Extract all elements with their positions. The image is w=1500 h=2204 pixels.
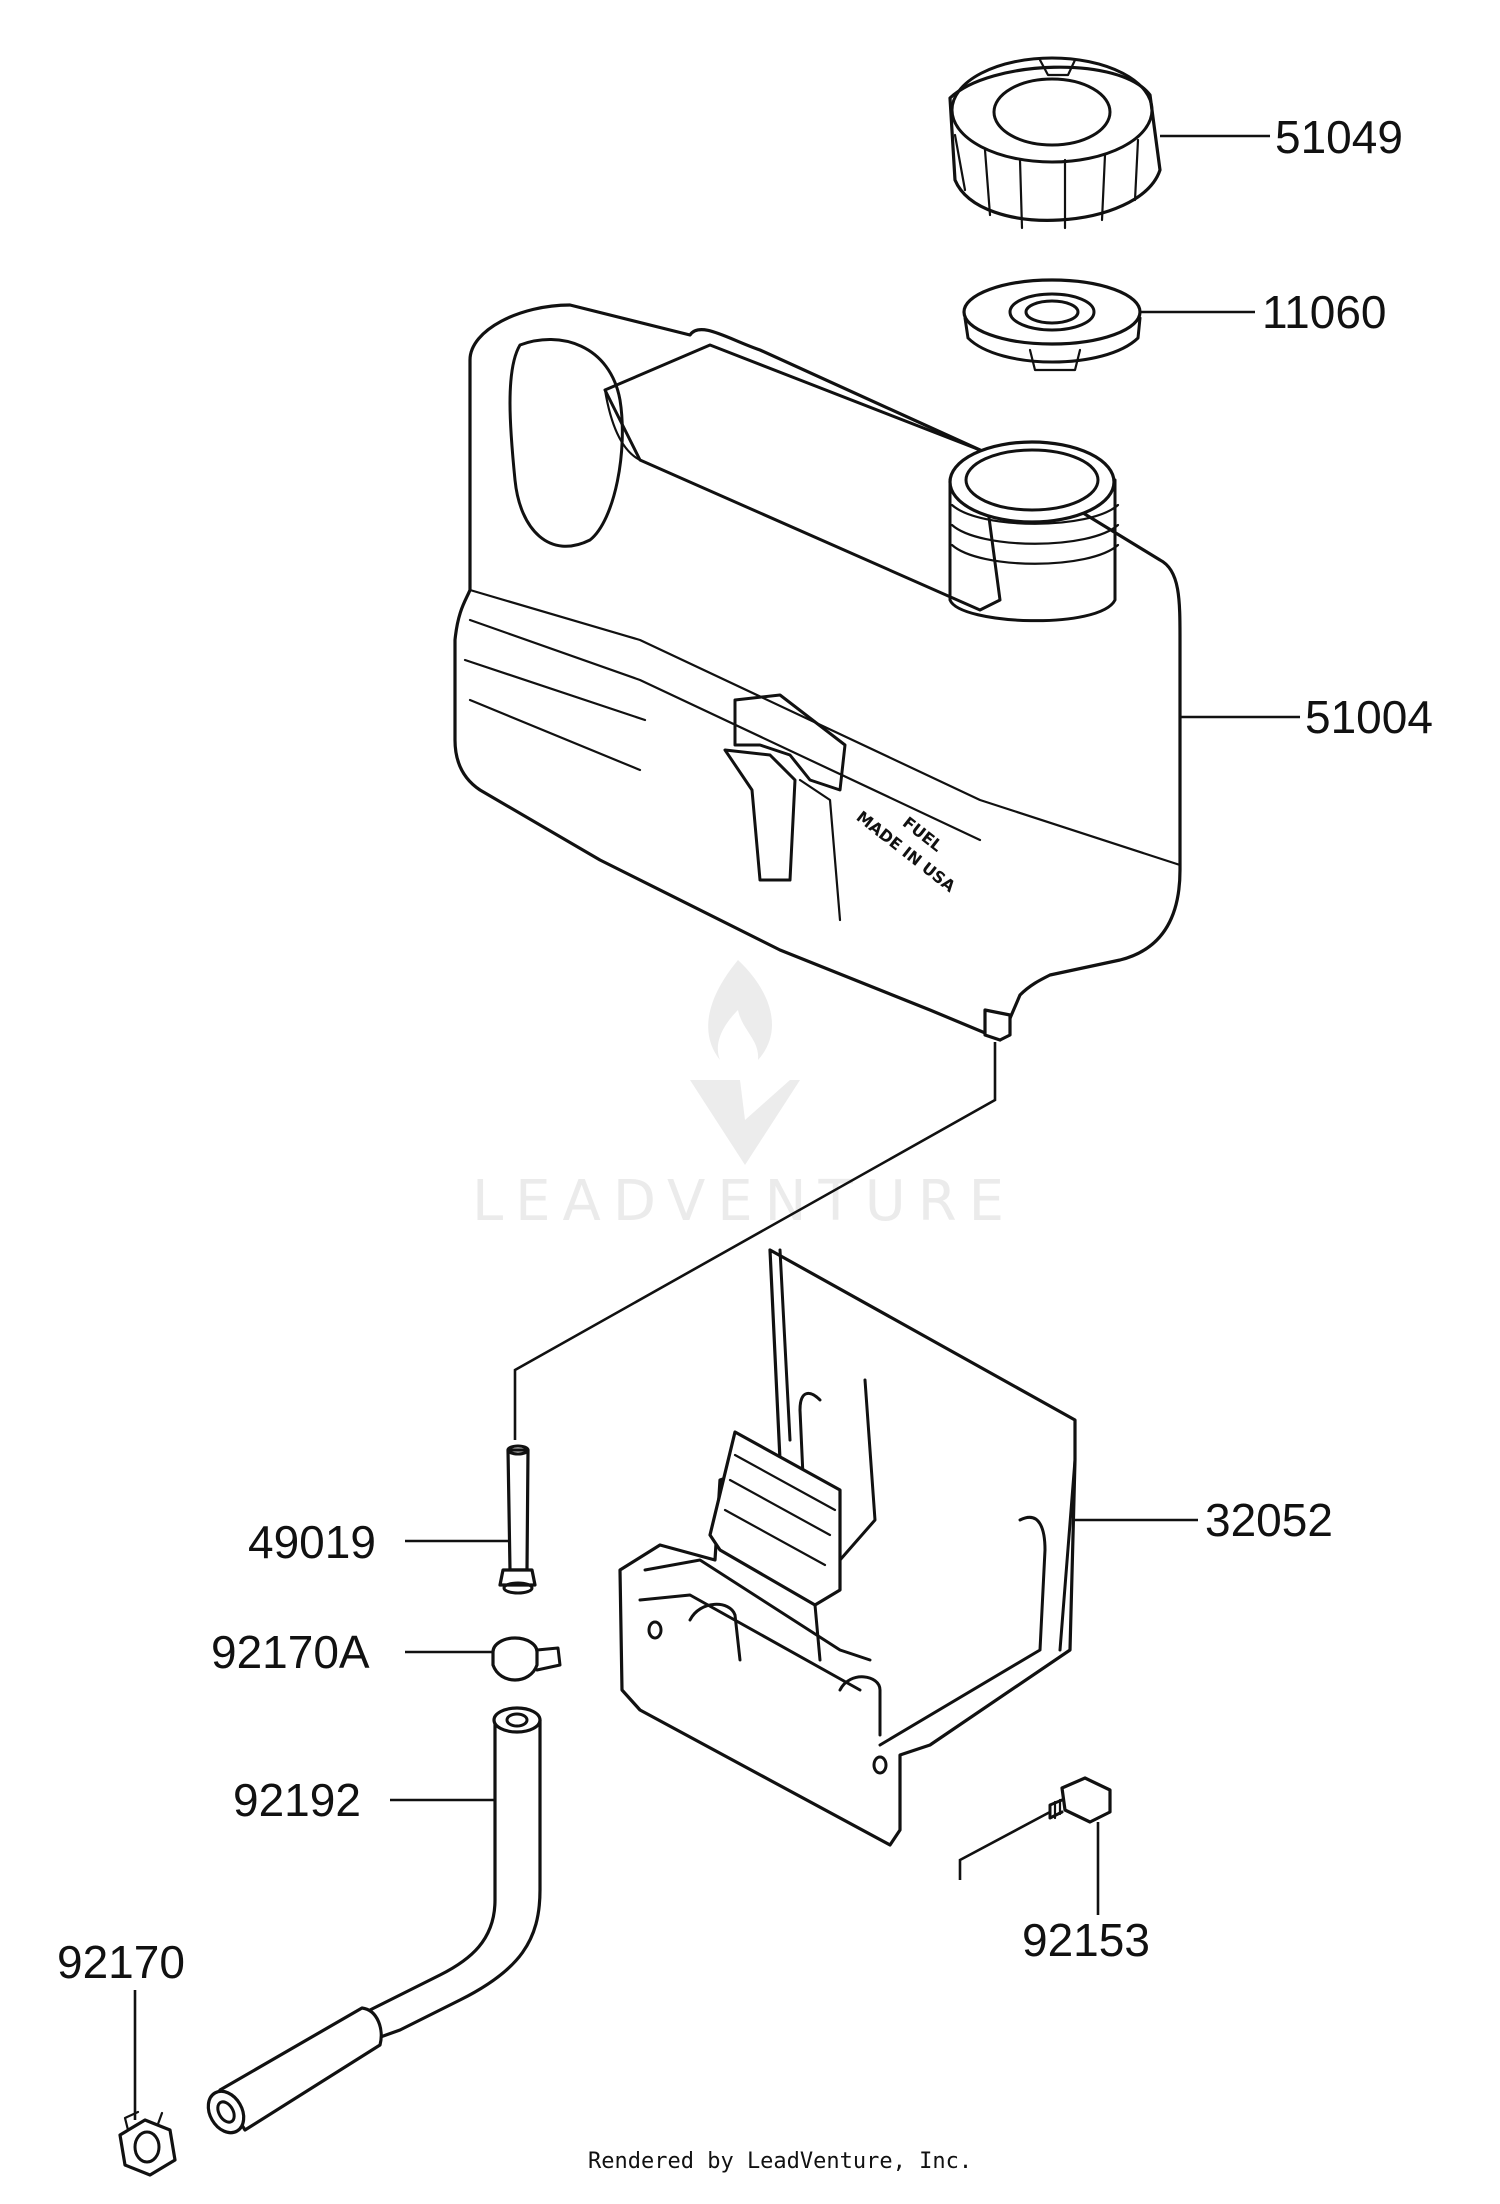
fuel-tank[interactable]: FUEL MADE IN USA bbox=[453, 303, 1182, 1042]
part-number-92153: 92153 bbox=[1022, 1914, 1150, 1966]
watermark-text: LEADVENTURE bbox=[472, 1169, 1016, 1234]
part-number-49019: 49019 bbox=[248, 1516, 376, 1568]
clamp[interactable] bbox=[118, 2110, 177, 2177]
part-number-11060: 11060 bbox=[1262, 286, 1387, 338]
pin[interactable] bbox=[498, 1444, 537, 1595]
part-number-51004: 51004 bbox=[1305, 691, 1433, 743]
clamp-a[interactable] bbox=[491, 1636, 562, 1682]
cap-gasket[interactable] bbox=[962, 278, 1142, 372]
callouts: 51049 11060 51004 32052 49019 92170A 921… bbox=[57, 111, 1433, 2120]
tank-bracket[interactable] bbox=[618, 1248, 1077, 1847]
footer-credit: Rendered by LeadVenture, Inc. bbox=[588, 2149, 972, 2174]
part-number-32052: 32052 bbox=[1205, 1494, 1333, 1546]
bolt[interactable] bbox=[958, 1776, 1112, 1880]
tank-to-pin-line bbox=[513, 1042, 997, 1440]
watermark: LEADVENTURE bbox=[472, 960, 1016, 1234]
part-number-92170a: 92170A bbox=[211, 1626, 370, 1678]
watermark-logo-icon bbox=[690, 960, 800, 1165]
fuel-cap[interactable] bbox=[948, 56, 1162, 230]
part-number-51049: 51049 bbox=[1275, 111, 1403, 163]
part-number-92192: 92192 bbox=[233, 1774, 361, 1826]
part-number-92170: 92170 bbox=[57, 1936, 185, 1988]
fuel-hose[interactable] bbox=[201, 1706, 542, 2139]
